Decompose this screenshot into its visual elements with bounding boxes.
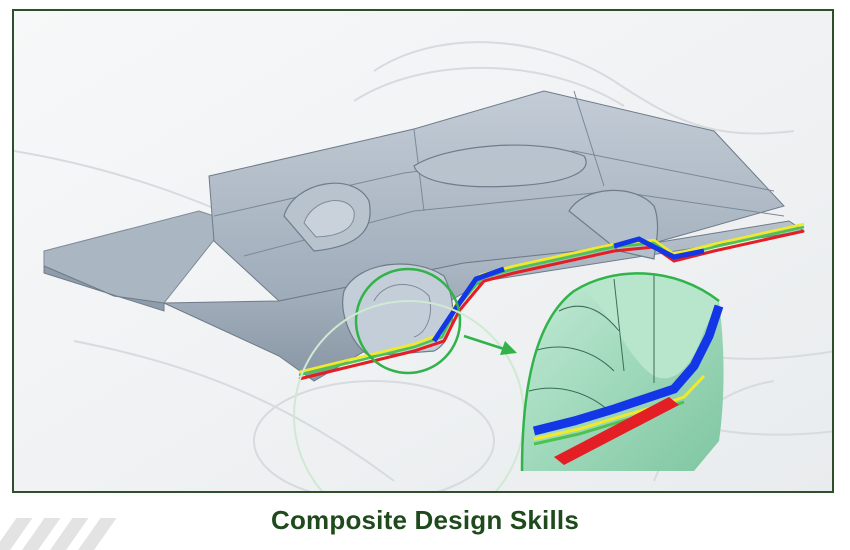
caption-title: Composite Design Skills: [270, 505, 579, 535]
arrow-right-icon: [463, 334, 517, 355]
illustration-frame: [12, 9, 834, 493]
composite-part-illustration: [14, 11, 832, 491]
diagonal-stripes-icon: [0, 518, 120, 550]
composite-part: [43, 90, 806, 382]
magnifier-circle-icon: [354, 267, 462, 375]
